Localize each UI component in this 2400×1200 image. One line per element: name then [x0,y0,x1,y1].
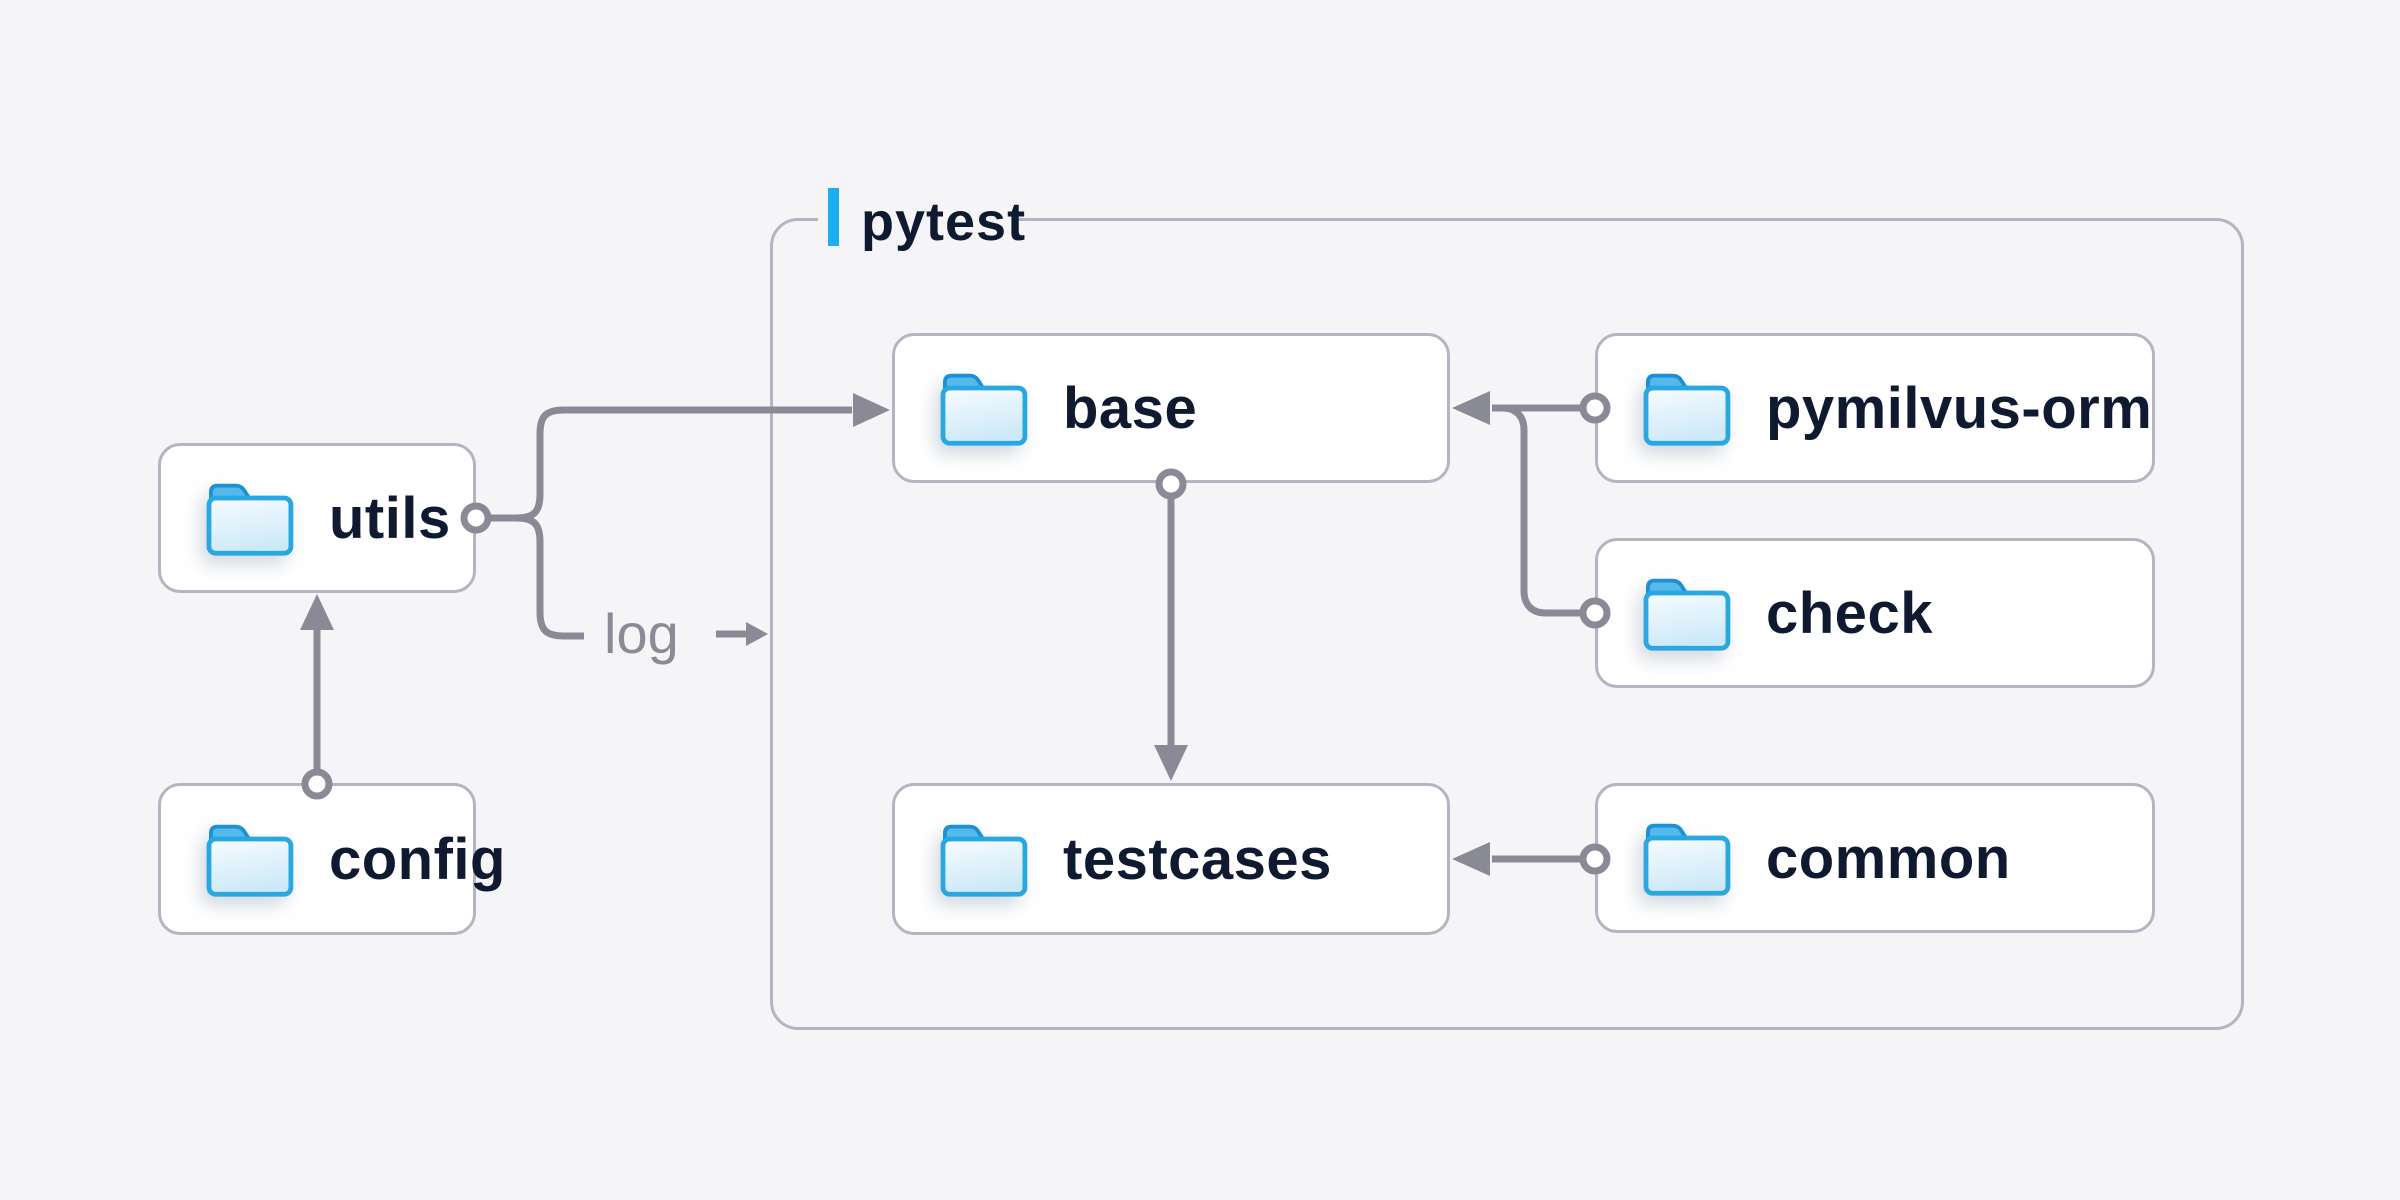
folder-icon [206,824,294,897]
node-label: utils [329,485,451,551]
edge-config-to-utils [300,594,334,800]
node-config: config [158,783,505,935]
edge-log-arrow [716,622,768,646]
node-label: config [329,826,506,892]
log-edge-label: log [604,602,679,665]
folder-icon [940,373,1028,446]
node-common: common [1595,783,2155,933]
pytest-container [770,218,2244,1030]
node-label: pymilvus-orm [1766,375,2153,441]
container-label-mask [818,209,1018,227]
folder-icon [940,824,1028,897]
folder-icon [1643,373,1731,446]
node-label: check [1766,580,1933,646]
node-pymilvus-orm: pymilvus-orm [1595,333,2155,483]
folder-icon [1643,823,1731,896]
node-testcases: testcases [892,783,1450,935]
node-utils: utils [158,443,476,593]
node-label: testcases [1063,826,1332,892]
folder-icon [206,483,294,556]
pytest-container-label: pytest [861,192,1027,252]
node-label: common [1766,825,2011,891]
folder-icon [1643,578,1731,651]
pytest-accent-bar [828,188,839,246]
node-base: base [892,333,1450,483]
node-check: check [1595,538,2155,688]
node-label: base [1063,375,1198,441]
